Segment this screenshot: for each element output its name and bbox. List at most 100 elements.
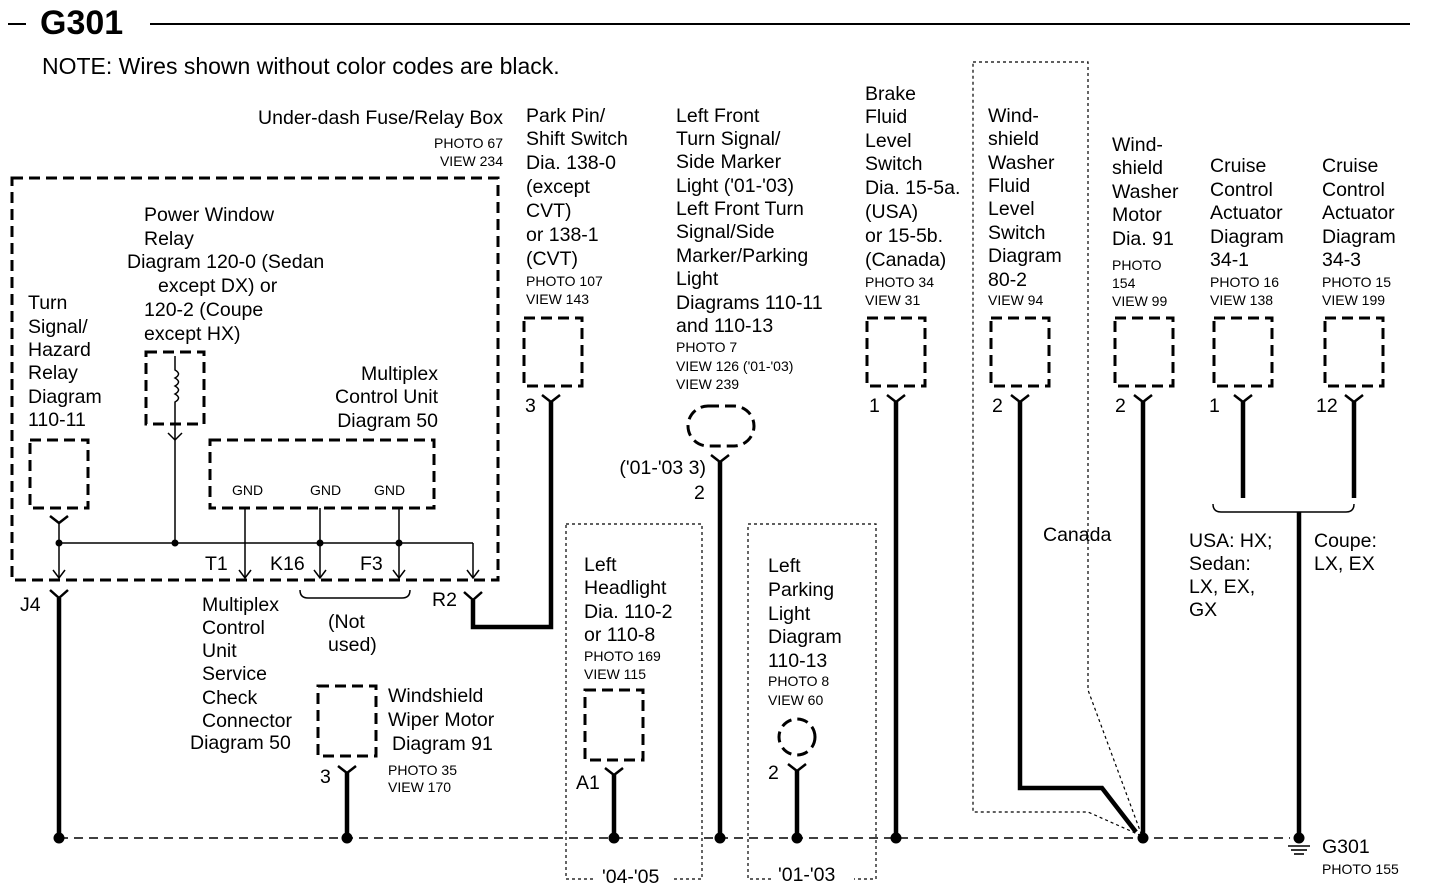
svg-text:Parking: Parking [768,579,834,601]
cruise2-applies-label: Coupe: LX, EX [1314,530,1377,575]
svg-text:(Canada): (Canada) [865,249,946,271]
cruise-actuator-34-1: Cruise Control Actuator Diagram 34-1 PHO… [1209,155,1284,498]
left-headlight-connector [583,688,645,762]
connector-j4: J4 [20,594,41,616]
svg-text:Relay: Relay [144,228,194,250]
washer-motor-pin: 2 [1115,395,1126,417]
svg-text:GX: GX [1189,599,1217,621]
page-title: G301 [40,4,123,42]
mcu-service-check-label: Multiplex Control Unit Service Check Con… [190,594,292,754]
svg-text:PHOTO 107: PHOTO 107 [526,273,603,289]
park-pin-pin-label: 3 [525,395,536,417]
svg-text:Level: Level [988,198,1035,220]
svg-text:Relay: Relay [28,362,78,384]
svg-text:shield: shield [1112,157,1163,179]
svg-text:Diagram: Diagram [28,386,102,408]
wire-r2-park-pin [470,402,554,630]
cruise1-connector [1212,316,1274,388]
svg-text:Windshield: Windshield [388,685,483,707]
splice-points [53,832,1305,844]
svg-text:PHOTO 34: PHOTO 34 [865,274,934,290]
svg-text:Diagram 120-0 (Sedan: Diagram 120-0 (Sedan [127,251,324,273]
svg-text:Diagram: Diagram [1322,226,1396,248]
not-used-bracket [299,589,411,599]
svg-text:and 110-13: and 110-13 [676,315,773,337]
svg-text:Control: Control [202,617,265,639]
note-text: NOTE: Wires shown without color codes ar… [42,53,560,79]
svg-text:or 138-1: or 138-1 [526,224,599,246]
svg-text:except DX) or: except DX) or [158,275,278,297]
svg-text:Power Window: Power Window [144,204,275,226]
canada-label: Canada [1043,524,1111,546]
svg-text:Diagram 91: Diagram 91 [392,733,493,755]
svg-text:VIEW 199: VIEW 199 [1322,292,1385,308]
fuse-box-view: VIEW 234 [440,153,503,169]
svg-text:(CVT): (CVT) [526,248,578,270]
left-parking-pin: 2 [768,762,779,784]
svg-text:VIEW 126 ('01-'03): VIEW 126 ('01-'03) [676,358,793,374]
svg-text:(except: (except [526,176,591,198]
left-headlight: Left Headlight Dia. 110-2 or 110-8 PHOTO… [565,523,703,888]
svg-text:PHOTO: PHOTO [1112,257,1162,273]
svg-text:used): used) [328,634,377,656]
svg-text:Turn Signal/: Turn Signal/ [676,128,781,150]
svg-text:110-11: 110-11 [28,409,86,431]
svg-text:Brake: Brake [865,83,916,105]
connector-r2: R2 [432,589,457,611]
gnd-label-3: GND [374,482,405,498]
turn-signal-relay-label: Turn Signal/ Hazard Relay Diagram 110-11 [28,292,102,431]
svg-text:Diagram: Diagram [988,245,1062,267]
svg-text:Check: Check [202,687,258,709]
wire-washer-fluid [1017,402,1138,834]
svg-text:Diagram: Diagram [768,626,842,648]
left-front-turn-pin: 2 [694,482,705,504]
svg-text:PHOTO 15: PHOTO 15 [1322,274,1391,290]
brake-fluid-pin: 1 [869,395,880,417]
svg-text:Dia. 91: Dia. 91 [1112,228,1174,250]
svg-text:Light ('01-'03): Light ('01-'03) [676,175,794,197]
svg-text:Turn: Turn [28,292,67,314]
washer-fluid-pin: 2 [992,395,1003,417]
svg-text:Dia. 110-2: Dia. 110-2 [584,601,673,623]
svg-text:Park Pin/: Park Pin/ [526,105,606,127]
cruise2-pin: 12 [1316,395,1338,417]
left-front-turn-connector [686,404,756,448]
svg-text:CVT): CVT) [526,200,572,222]
svg-text:shield: shield [988,128,1039,150]
svg-text:Shift Switch: Shift Switch [526,128,628,150]
svg-text:VIEW 115: VIEW 115 [584,666,646,682]
svg-text:Actuator: Actuator [1322,202,1395,224]
wiper-pin-label: 3 [320,766,331,788]
svg-text:Side Marker: Side Marker [676,151,782,173]
svg-text:Left: Left [584,554,617,576]
svg-text:(USA): (USA) [865,201,918,223]
left-front-turn-pin-alt: ('01-'03 3) [619,457,706,479]
turn-relay-pin [49,515,69,525]
svg-text:Headlight: Headlight [584,577,667,599]
washer-fluid-switch: Wind- shield Washer Fluid Level Switch D… [972,61,1144,838]
svg-text:VIEW 99: VIEW 99 [1112,293,1167,309]
cruise-options-bracket [1212,503,1355,513]
svg-text:Diagram: Diagram [1210,226,1284,248]
washer-motor-connector [1113,316,1175,388]
svg-text:Motor: Motor [1112,204,1162,226]
svg-text:VIEW 170: VIEW 170 [388,779,451,795]
svg-text:USA: HX;: USA: HX; [1189,530,1272,552]
power-window-relay-label: Power Window Relay Diagram 120-0 (Sedan … [127,204,324,345]
svg-text:Sedan:: Sedan: [1189,553,1251,575]
wiper-motor-connector [316,684,378,758]
svg-text:VIEW 94: VIEW 94 [988,292,1043,308]
washer-motor: Wind- shield Washer Motor Dia. 91 PHOTO … [1112,134,1179,838]
svg-text:or 15-5b.: or 15-5b. [865,225,943,247]
svg-text:Fluid: Fluid [988,175,1030,197]
fuse-relay-box: Under-dash Fuse/Relay Box PHOTO 67 VIEW … [10,107,503,582]
svg-text:Wind-: Wind- [988,105,1039,127]
not-used-label: (Not [328,611,365,633]
svg-text:Level: Level [865,130,912,152]
park-pin-connector [522,316,584,388]
svg-text:Switch: Switch [988,222,1045,244]
svg-text:PHOTO 8: PHOTO 8 [768,673,829,689]
multiplex-unit-box [208,438,436,510]
svg-text:110-13: 110-13 [768,650,827,672]
gnd-label-1: GND [232,482,263,498]
